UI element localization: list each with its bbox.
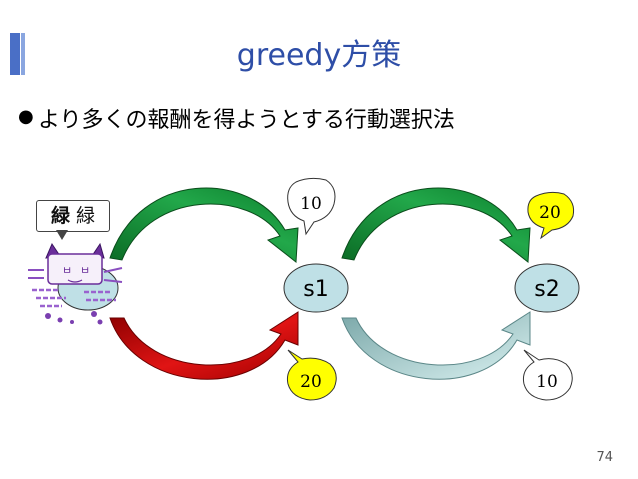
badge-normal-text: 緑 — [76, 205, 96, 227]
bullet-text: より多くの報酬を得ようとする行動選択法 — [38, 108, 455, 133]
arrow-s1-s2-lower — [341, 311, 531, 380]
state-s2-label: s2 — [534, 277, 559, 302]
title-accent-bar-shadow — [21, 33, 25, 75]
arrow-s0-s1-upper — [109, 187, 299, 263]
arrow-s1-s2-upper — [341, 187, 531, 263]
reward-bubble-s0-s1-upper: 10 — [287, 177, 336, 236]
bullet-item: ● より多くの報酬を得ようとする行動選択法 — [18, 102, 455, 134]
agent-character-icon: ㅂ ㅂ — [28, 242, 123, 325]
state-s2-node — [514, 263, 580, 313]
state-s1-node — [283, 263, 349, 313]
arrow-s0-s1-lower — [109, 311, 299, 380]
bullet-dot-icon: ● — [18, 106, 34, 127]
svg-text:ㅂ: ㅂ — [62, 264, 72, 277]
reward-value: 10 — [300, 194, 322, 214]
reward-bubble-s1-s2-lower: 10 — [523, 349, 573, 401]
reward-value: 20 — [300, 372, 322, 392]
reward-value: 20 — [539, 203, 561, 223]
state-s1-label: s1 — [303, 277, 328, 302]
page-number: 74 — [596, 450, 613, 465]
badge-strong-text: 緑 — [50, 205, 70, 227]
title-accent-bar — [10, 33, 20, 75]
reward-bubble-s0-s1-lower: 20 — [287, 349, 337, 401]
reward-bubble-s1-s2-upper: 20 — [527, 191, 575, 240]
reward-value: 10 — [536, 372, 558, 392]
svg-text:ㅂ: ㅂ — [80, 264, 90, 277]
slide-title: greedy方策 — [236, 38, 402, 73]
badge-tail-icon — [56, 230, 68, 240]
badge-label: 緑 緑 — [36, 200, 110, 232]
